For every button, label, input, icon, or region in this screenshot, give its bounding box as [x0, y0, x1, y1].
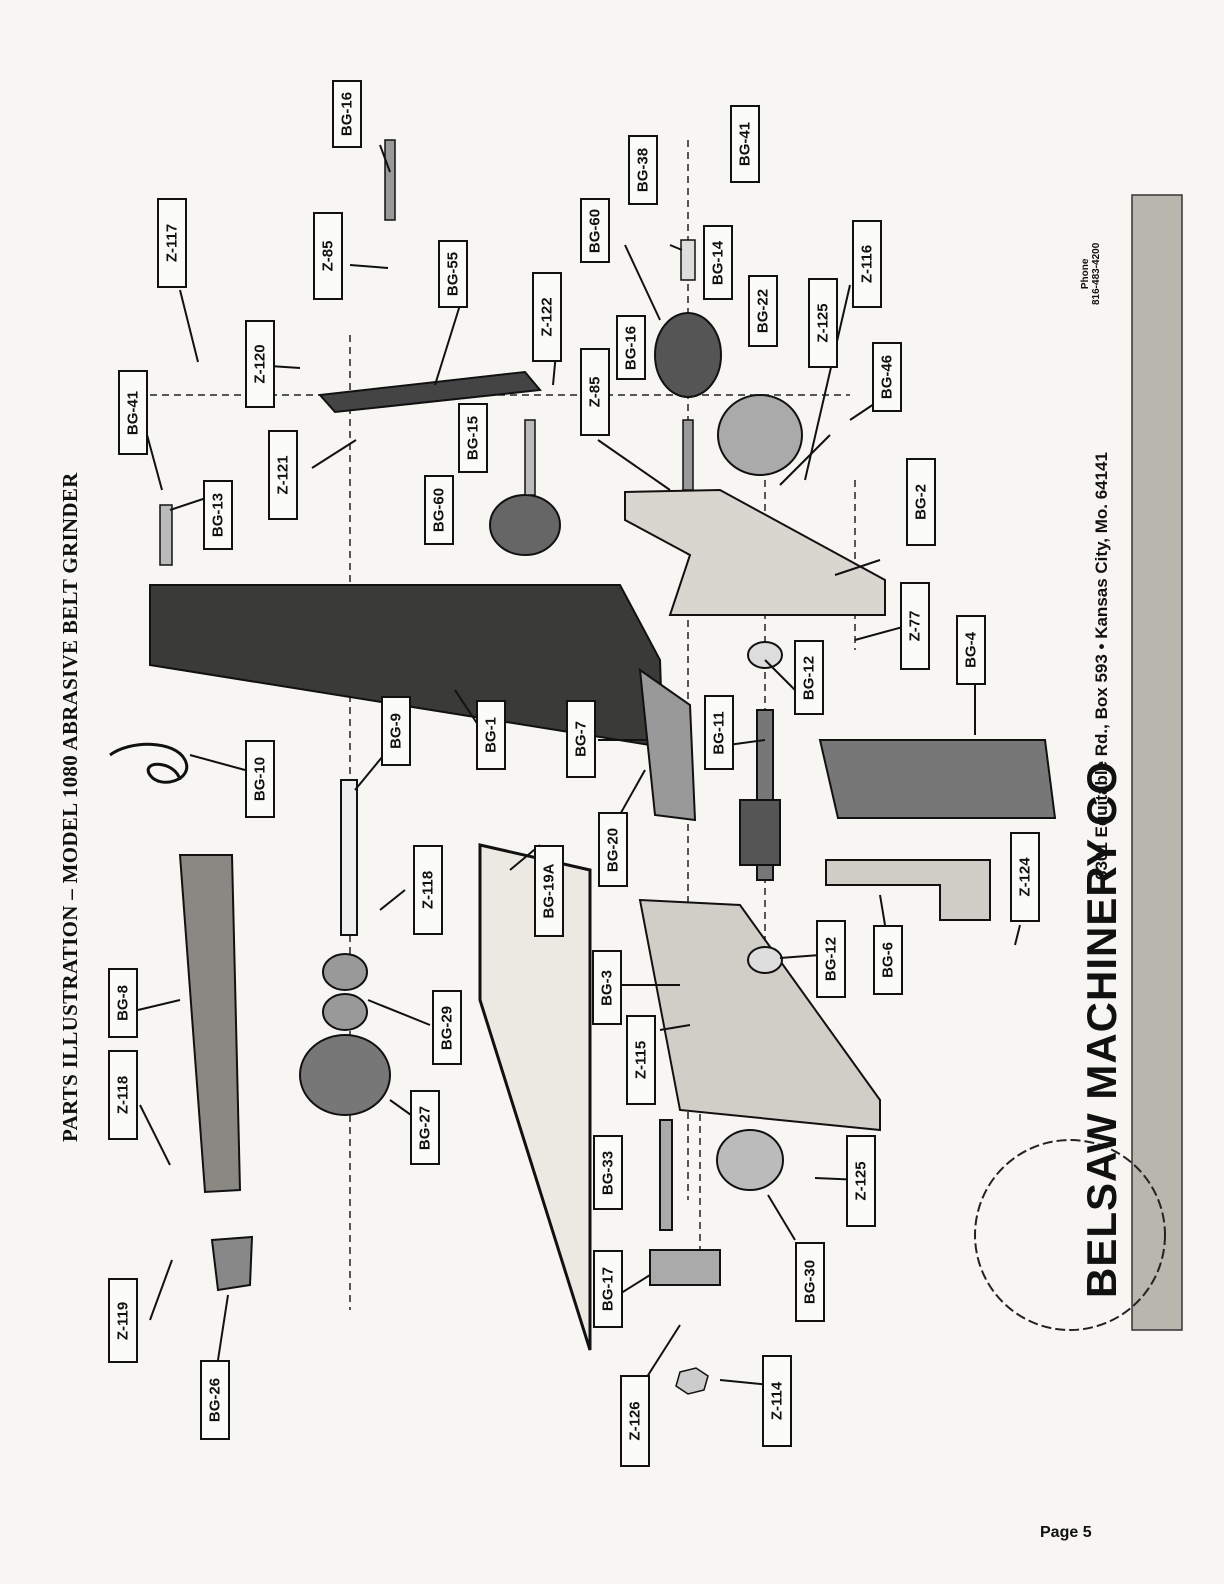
callout-label: BG-13 — [203, 480, 233, 550]
pin-bg-16-top — [384, 139, 396, 221]
callout-label: BG-8 — [108, 968, 138, 1038]
callout-label: Z-118 — [413, 845, 443, 935]
page-number: Page 5 — [1040, 1524, 1092, 1541]
callout-label: BG-2 — [906, 458, 936, 546]
callout-label: BG-16 — [616, 315, 646, 380]
sleeve-bg-38 — [680, 239, 696, 281]
callout-label: BG-12 — [816, 920, 846, 998]
plate-bg-7 — [638, 667, 697, 822]
callout-label: BG-9 — [381, 696, 411, 766]
spring-bg-10 — [109, 742, 189, 784]
pulley-bg-30 — [716, 1129, 784, 1191]
callout-label: BG-20 — [598, 812, 628, 887]
callout-label: Z-126 — [620, 1375, 650, 1467]
pin-bg-13 — [159, 504, 173, 566]
callout-label: Z-120 — [245, 320, 275, 408]
page-title: PARTS ILLUSTRATION – MODEL 1080 ABRASIVE… — [58, 472, 82, 1142]
bearing-bg-29a — [322, 953, 368, 991]
wheel-bg-14 — [654, 312, 722, 398]
wood-grain-border — [1131, 194, 1183, 1331]
callout-label: BG-4 — [956, 615, 986, 685]
saw-blade-logo — [974, 1139, 1166, 1331]
callout-label: BG-10 — [245, 740, 275, 818]
callout-label: BG-7 — [566, 700, 596, 778]
callout-label: BG-16 — [332, 80, 362, 148]
callout-label: BG-15 — [458, 403, 488, 473]
shaft-bg-33 — [659, 1119, 673, 1231]
wheel-bg-22 — [717, 394, 803, 476]
wheel-bg-60 — [489, 494, 561, 556]
block-bg-26 — [210, 1235, 254, 1292]
callout-label: Z-114 — [762, 1355, 792, 1447]
callout-label: BG-3 — [592, 950, 622, 1025]
company-address: 6301 Equitable Rd., Box 593 • Kansas Cit… — [1092, 452, 1111, 880]
callout-label: Z-115 — [626, 1015, 656, 1105]
callout-label: Z-119 — [108, 1278, 138, 1363]
bracket-bg-4 — [818, 739, 1057, 819]
pin-bg-15 — [524, 419, 536, 496]
callout-label: Z-125 — [846, 1135, 876, 1227]
leg-bg-8 — [178, 854, 242, 1194]
callout-label: Z-116 — [852, 220, 882, 308]
bracket-bg-6 — [825, 859, 991, 921]
callout-label: BG-14 — [703, 225, 733, 300]
callout-label: BG-12 — [794, 640, 824, 715]
callout-label: BG-41 — [730, 105, 760, 183]
callout-label: Z-85 — [580, 348, 610, 436]
callout-label: BG-27 — [410, 1090, 440, 1165]
bearing-bg-20 — [739, 799, 781, 866]
company-phone: Phone 816-483-4200 — [1080, 243, 1102, 305]
callout-label: BG-60 — [424, 475, 454, 545]
spacer-bg-12b — [747, 946, 783, 974]
callout-label: Z-77 — [900, 582, 930, 670]
callout-label: BG-26 — [200, 1360, 230, 1440]
plate-bg-2 — [624, 488, 886, 616]
plate-bg-3 — [638, 898, 881, 1132]
callout-label: BG-19A — [534, 845, 564, 937]
nut-z-114 — [675, 1367, 709, 1395]
callout-label: Z-125 — [808, 278, 838, 368]
bearing-bg-29b — [322, 993, 368, 1031]
callout-label: Z-122 — [532, 272, 562, 362]
callout-label: BG-55 — [438, 240, 468, 308]
spacer-bg-12a — [747, 641, 783, 669]
phone-label: Phone — [1080, 258, 1091, 290]
callout-label: BG-60 — [580, 198, 610, 263]
block-bg-17 — [649, 1249, 721, 1286]
callout-label: BG-30 — [795, 1242, 825, 1322]
callout-label: BG-17 — [593, 1250, 623, 1328]
callout-label: BG-1 — [476, 700, 506, 770]
callout-label: BG-46 — [872, 342, 902, 412]
callout-label: BG-29 — [432, 990, 462, 1065]
callout-label: Z-85 — [313, 212, 343, 300]
shaft-bg-9 — [340, 779, 358, 936]
callout-label: Z-124 — [1010, 832, 1040, 922]
wheel-bg-27 — [299, 1034, 391, 1116]
callout-label: Z-117 — [157, 198, 187, 288]
phone-number: 816-483-4200 — [1091, 242, 1102, 305]
callout-label: BG-11 — [704, 695, 734, 770]
pin-bg-16-mid — [682, 419, 694, 491]
callout-label: BG-6 — [873, 925, 903, 995]
callout-label: BG-41 — [118, 370, 148, 455]
callout-label: BG-22 — [748, 275, 778, 347]
arm-bg-55 — [317, 370, 542, 414]
callout-label: Z-118 — [108, 1050, 138, 1140]
callout-label: Z-121 — [268, 430, 298, 520]
callout-label: BG-38 — [628, 135, 658, 205]
callout-label: BG-33 — [593, 1135, 623, 1210]
